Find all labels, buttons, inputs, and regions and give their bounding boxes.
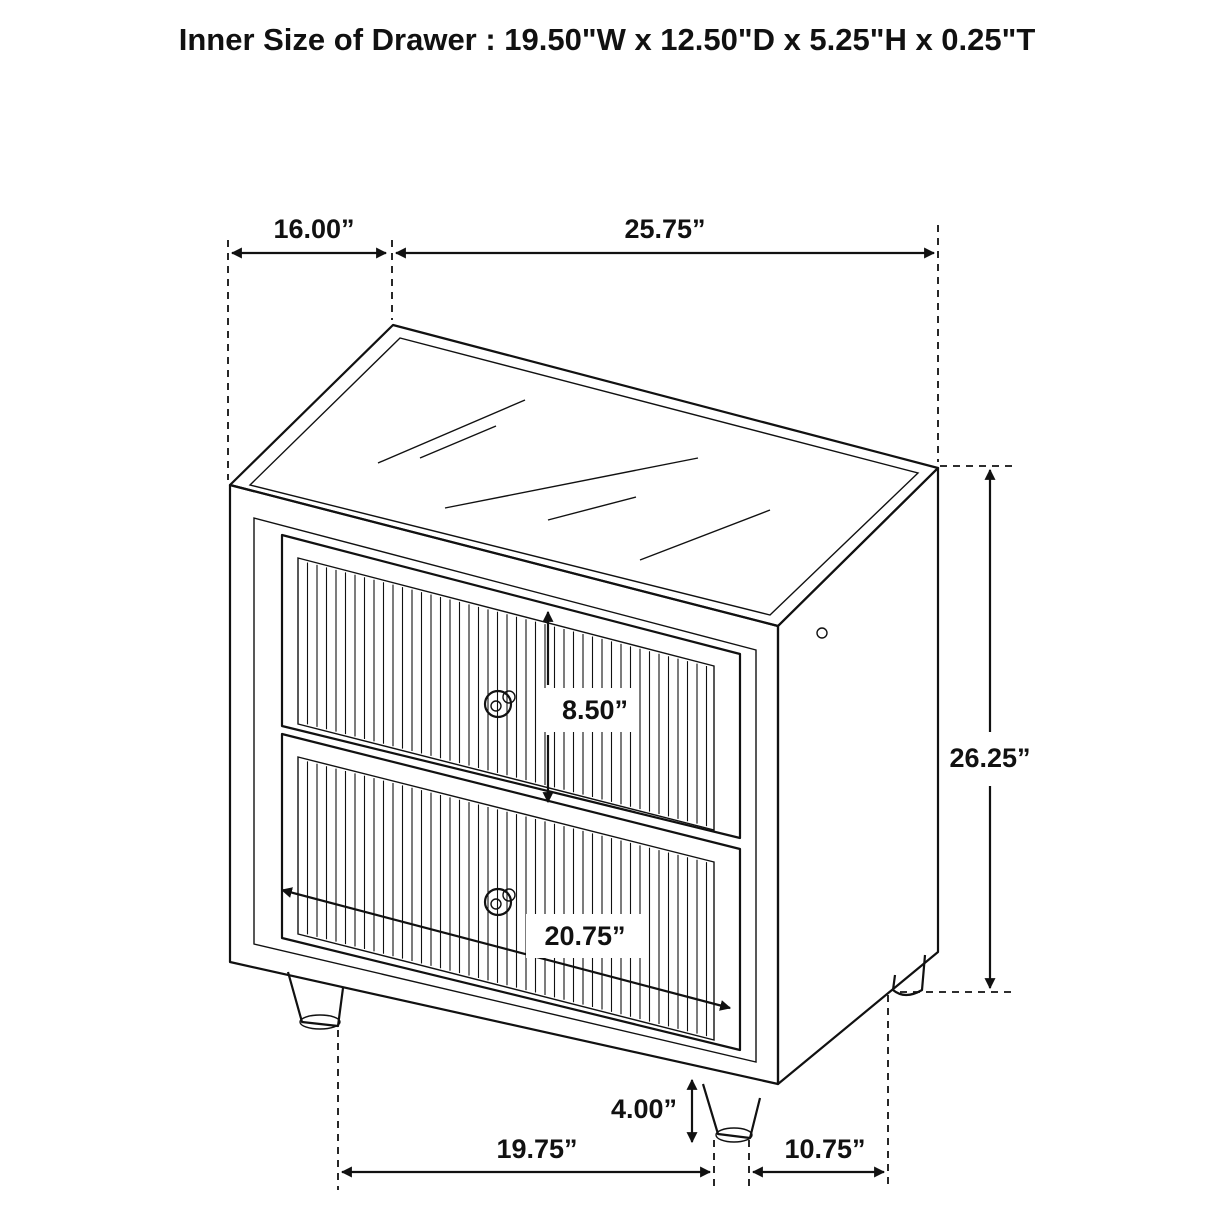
lower-drawer-knob [483, 887, 516, 917]
width-top-label: 25.75” [624, 214, 705, 244]
front-right-leg [701, 1083, 762, 1143]
drawer-width-label: 20.75” [544, 921, 625, 951]
upper-drawer-knob [483, 689, 516, 719]
back-right-leg [891, 954, 927, 997]
leg-height-label: 4.00” [611, 1094, 677, 1124]
bottom-depth-label: 10.75” [784, 1134, 865, 1164]
glass-reflection-lines [377, 399, 771, 561]
extension-lines [227, 225, 1016, 1190]
depth-top-label: 16.00” [273, 214, 354, 244]
height-total-label: 26.25” [949, 743, 1030, 773]
upper-drawer [280, 533, 742, 840]
bottom-width-label: 19.75” [496, 1134, 577, 1164]
drawer-height-label: 8.50” [562, 695, 628, 725]
side-hole [816, 627, 828, 639]
cabinet-body [228, 323, 940, 1086]
drawer-inner-size-title: Inner Size of Drawer : 19.50"W x 12.50"D… [178, 22, 1036, 57]
dimension-arrows [230, 247, 996, 1178]
